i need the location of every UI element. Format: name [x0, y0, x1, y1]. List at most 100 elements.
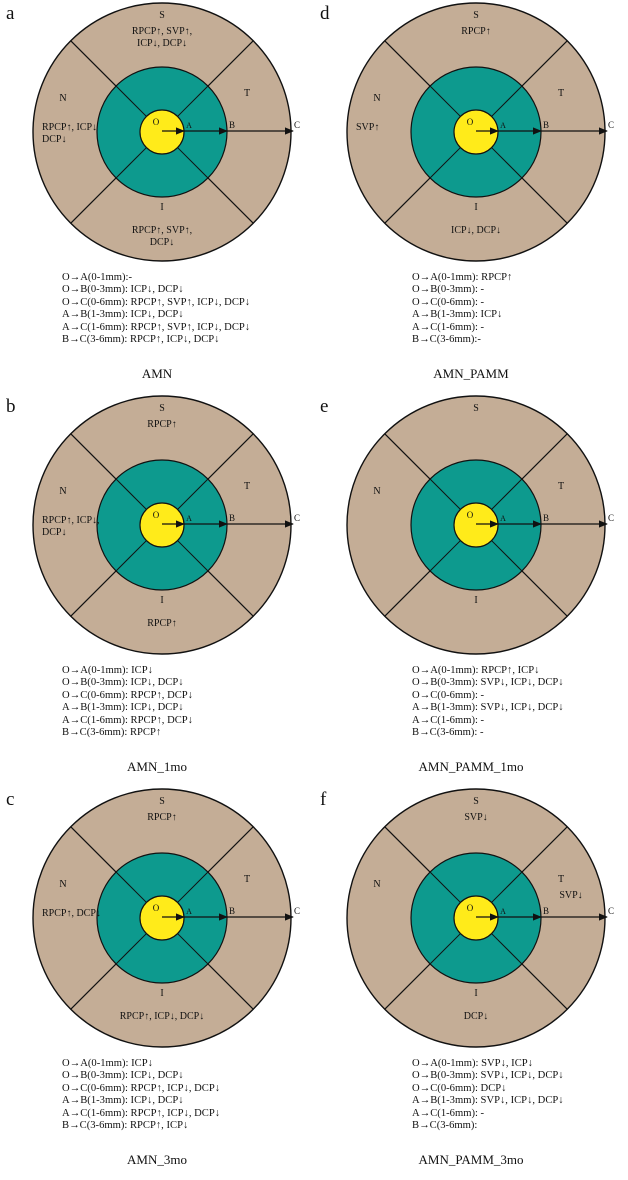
- segment-result-row: O→A(0-1mm): SVP↓, ICP↓: [412, 1058, 533, 1069]
- segment-result-row: A→C(1-6mm): -: [412, 714, 485, 726]
- segment-result-row: O→B(0-3mm): ICP↓, DCP↓: [62, 1070, 184, 1082]
- point-label-a: A: [500, 907, 506, 916]
- annotation-nasal: DCP↓: [42, 134, 66, 145]
- annotation-nasal: DCP↓: [42, 527, 66, 538]
- segment-result-row: A→B(1-3mm): SVP↓, ICP↓, DCP↓: [412, 1095, 564, 1107]
- panel-letter: d: [320, 3, 330, 24]
- point-label-c: C: [294, 513, 300, 523]
- segment-result-row: A→C(1-6mm): RPCP↑, ICP↓, DCP↓: [62, 1107, 221, 1119]
- sector-divider: [384, 963, 431, 1010]
- point-label-c: C: [294, 120, 300, 130]
- segment-result-row: A→B(1-3mm): SVP↓, ICP↓, DCP↓: [412, 702, 564, 714]
- annotation-nasal: RPCP↑, ICP↓,: [42, 515, 100, 526]
- inner-sector-divider: [177, 933, 209, 965]
- annotation-nasal: RPCP↑, ICP↓: [42, 122, 97, 133]
- inner-sector-divider: [429, 85, 461, 117]
- point-label-b: B: [229, 513, 235, 523]
- segment-result-row: O→A(0-1mm):-: [62, 272, 133, 283]
- segment-result-row: O→C(0-6mm): -: [412, 689, 485, 701]
- segment-result-row: O→C(0-6mm): RPCP↑, DCP↓: [62, 689, 193, 701]
- segment-result-row: O→A(0-1mm): RPCP↑: [412, 272, 513, 283]
- annotation-superior: RPCP↑: [147, 419, 176, 430]
- quadrant-label-s: S: [159, 796, 165, 807]
- center-disk: [453, 109, 499, 155]
- sector-divider: [384, 433, 431, 480]
- point-label-o: O: [467, 903, 474, 913]
- segment-result-row: O→A(0-1mm): ICP↓: [62, 1058, 153, 1069]
- quadrant-label-n: N: [59, 486, 66, 497]
- segment-result-row: O→B(0-3mm): -: [412, 284, 485, 296]
- inner-sector-divider: [429, 478, 461, 510]
- segment-result-row: B→C(3-6mm): RPCP↑, ICP↓: [62, 1120, 189, 1132]
- point-label-b: B: [543, 120, 549, 130]
- point-label-b: B: [543, 513, 549, 523]
- annotation-inferior: ICP↓, DCP↓: [451, 225, 501, 236]
- inner-sector-divider: [491, 478, 523, 510]
- inner-sector-divider: [491, 871, 523, 903]
- quadrant-label-i: I: [474, 988, 477, 999]
- inner-sector-divider: [177, 147, 209, 179]
- sector-divider: [207, 570, 254, 617]
- inner-sector-divider: [429, 933, 461, 965]
- quadrant-label-s: S: [473, 10, 479, 21]
- sector-divider: [384, 40, 431, 87]
- inner-sector-divider: [491, 85, 523, 117]
- sector-divider: [384, 177, 431, 224]
- segment-result-row: A→C(1-6mm): RPCP↑, SVP↑, ICP↓, DCP↓: [62, 321, 251, 333]
- point-label-b: B: [543, 906, 549, 916]
- segment-results-list: O→A(0-1mm): RPCP↑O→B(0-3mm): -O→C(0-6mm)…: [412, 272, 512, 346]
- inner-sector-divider: [177, 85, 209, 117]
- point-label-c: C: [294, 906, 300, 916]
- segment-results-list: O→A(0-1mm): RPCP↑, ICP↓O→B(0-3mm): SVP↓,…: [412, 665, 564, 739]
- segment-result-row: O→A(0-1mm): ICP↓: [62, 665, 153, 676]
- center-disk: [139, 895, 185, 941]
- panel-title: AMN_PAMM_1mo: [418, 759, 524, 774]
- sector-divider: [384, 570, 431, 617]
- annotation-nasal: RPCP↑, DCP↓: [42, 908, 101, 919]
- inner-sector-divider: [491, 540, 523, 572]
- sector-divider: [521, 826, 568, 873]
- annotation-superior: RPCP↑: [461, 26, 490, 37]
- point-label-a: A: [186, 907, 192, 916]
- inner-sector-divider: [429, 540, 461, 572]
- quadrant-label-t: T: [558, 874, 564, 885]
- segment-results-list: O→A(0-1mm): ICP↓O→B(0-3mm): ICP↓, DCP↓O→…: [62, 665, 193, 739]
- inner-sector-divider: [115, 933, 147, 965]
- segment-result-row: O→C(0-6mm): RPCP↑, SVP↑, ICP↓, DCP↓: [62, 296, 251, 308]
- quadrant-label-i: I: [474, 595, 477, 606]
- segment-results-list: O→A(0-1mm): ICP↓O→B(0-3mm): ICP↓, DCP↓O→…: [62, 1058, 220, 1132]
- panel-title: AMN: [141, 366, 173, 381]
- segment-result-row: B→C(3-6mm):: [412, 1120, 478, 1132]
- panel-letter: b: [6, 396, 16, 417]
- segment-result-row: O→C(0-6mm): RPCP↑, ICP↓, DCP↓: [62, 1082, 221, 1094]
- point-label-c: C: [608, 906, 614, 916]
- point-label-o: O: [153, 903, 160, 913]
- segment-result-row: A→B(1-3mm): ICP↓, DCP↓: [62, 309, 184, 321]
- panel-letter: c: [6, 789, 15, 810]
- panel-letter: f: [320, 789, 327, 810]
- quadrant-label-t: T: [244, 88, 250, 99]
- panel-title: AMN_PAMM: [433, 366, 509, 381]
- point-label-o: O: [467, 510, 474, 520]
- annotation-nasal: SVP↑: [356, 122, 379, 133]
- sector-divider: [70, 570, 117, 617]
- annotation-inferior: RPCP↑, SVP↑,: [132, 225, 192, 236]
- segment-result-row: A→C(1-6mm): -: [412, 321, 485, 333]
- quadrant-label-s: S: [159, 10, 165, 21]
- point-label-o: O: [153, 510, 160, 520]
- segment-result-row: A→B(1-3mm): ICP↓, DCP↓: [62, 702, 184, 714]
- sector-divider: [207, 40, 254, 87]
- sector-divider: [521, 433, 568, 480]
- sector-divider: [207, 826, 254, 873]
- segment-result-row: B→C(3-6mm): RPCP↑, ICP↓, DCP↓: [62, 334, 220, 346]
- inner-sector-divider: [115, 147, 147, 179]
- center-disk: [139, 502, 185, 548]
- annotation-inferior: RPCP↑, ICP↓, DCP↓: [120, 1011, 204, 1022]
- sector-divider: [70, 177, 117, 224]
- sector-divider: [70, 963, 117, 1010]
- inner-sector-divider: [429, 871, 461, 903]
